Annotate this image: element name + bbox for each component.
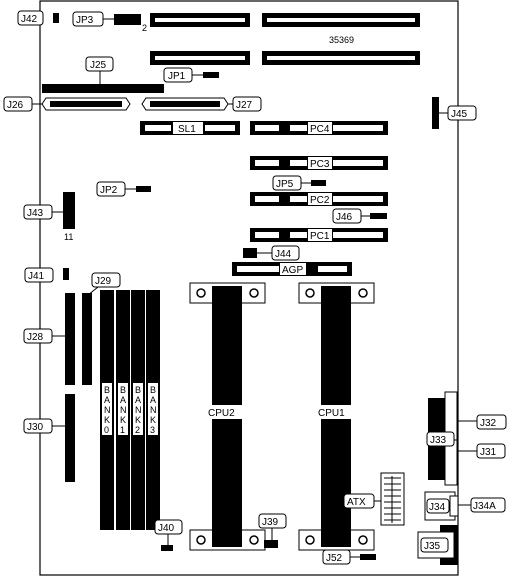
j45-label: J45	[451, 109, 468, 120]
j25-header	[42, 84, 164, 93]
j34-callout	[426, 498, 450, 514]
jp3-label: JP3	[76, 15, 94, 26]
j33-label: J33	[430, 435, 447, 446]
j40-header	[161, 545, 173, 551]
slot-agp-label: AGP	[282, 265, 303, 276]
board-id-label: 35369	[329, 35, 354, 45]
bank-0-char-0: B	[104, 385, 110, 395]
jp2-header	[136, 186, 151, 192]
j34a-label: J34A	[473, 501, 496, 512]
cpu1-slot: CPU1	[298, 282, 375, 551]
bank-0-char-3: K	[104, 415, 110, 425]
j43-header	[63, 192, 75, 229]
j52-header	[360, 554, 376, 560]
jp3-header	[114, 14, 141, 25]
j28-header	[65, 293, 75, 385]
jp2-label: JP2	[100, 185, 118, 196]
j41-header	[63, 268, 69, 280]
j28-label: J28	[27, 332, 44, 343]
j42-callout	[17, 10, 44, 26]
j41-label: J41	[28, 271, 45, 282]
bank-3-char-3: K	[150, 415, 156, 425]
bank-0-char-1: A	[104, 395, 110, 405]
bank-3-char-0: B	[150, 385, 156, 395]
slot-sl1-label: SL1	[178, 124, 196, 135]
j41-callout	[24, 267, 54, 283]
jp5-label: JP5	[276, 179, 294, 190]
jp5-header	[311, 180, 326, 186]
bank-0-char-4: 0	[104, 425, 109, 435]
j42-label: J42	[21, 14, 38, 25]
bank-2-char-0: B	[135, 385, 141, 395]
bank-1-char-1: A	[120, 395, 126, 405]
bank-2-char-3: K	[135, 415, 141, 425]
bank-3-slot: B A N K 3	[146, 290, 160, 530]
j29-label: J29	[95, 276, 112, 287]
j26-label: J26	[7, 100, 24, 111]
j46-label: J46	[336, 212, 353, 223]
jp1-label: JP1	[168, 71, 186, 82]
j52-label: J52	[326, 553, 343, 564]
bank-1-char-0: B	[120, 385, 126, 395]
bank-3-char-2: N	[150, 405, 157, 415]
bank-1-char-4: 1	[120, 425, 125, 435]
j44-callout	[271, 245, 300, 261]
j29-header	[82, 293, 92, 385]
j32-callout	[476, 414, 507, 430]
bank-1-slot: B A N K 1	[116, 290, 130, 530]
j46-header	[370, 213, 387, 219]
j39-header	[264, 540, 278, 548]
cpu1-label: CPU1	[318, 408, 345, 419]
j27-callout	[232, 96, 262, 112]
bank-2-char-1: A	[135, 395, 141, 405]
j30-label: J30	[27, 422, 44, 433]
j35-label: J35	[424, 541, 441, 552]
bank-2-slot: B A N K 2	[131, 290, 145, 530]
jp1-header	[203, 72, 219, 78]
bank-1-char-3: K	[120, 415, 126, 425]
bank-0-slot: B A N K 0	[100, 290, 114, 530]
bank-3-char-4: 3	[150, 425, 155, 435]
slot-pc2-label: PC2	[310, 195, 330, 206]
j34-label: J34	[429, 502, 446, 513]
cpu2-slot: CPU2	[189, 282, 266, 551]
j40-label: J40	[158, 523, 175, 534]
j45-callout	[447, 105, 477, 121]
j43-pin-label: 11	[64, 232, 73, 242]
j43-label: J43	[27, 208, 44, 219]
board-outline	[39, 0, 459, 576]
slot-pc4-label: PC4	[310, 124, 330, 135]
bank-2-char-4: 2	[135, 425, 140, 435]
j27-label: J27	[236, 100, 253, 111]
jp3-pin-label: 2	[142, 23, 147, 33]
j32-label: J32	[480, 418, 497, 429]
j31-label: J31	[480, 447, 497, 458]
j29-callout	[91, 272, 121, 288]
bank-0-char-2: N	[104, 405, 111, 415]
j42-header	[53, 13, 59, 23]
bank-2-char-2: N	[135, 405, 142, 415]
j44-label: J44	[275, 249, 292, 260]
cpu2-label: CPU2	[208, 408, 235, 419]
j25-label: J25	[90, 60, 107, 71]
j39-label: J39	[262, 517, 279, 528]
j33-callout	[426, 431, 455, 447]
j35-callout	[420, 537, 449, 553]
atx-label: ATX	[347, 497, 366, 508]
bank-3-char-1: A	[150, 395, 156, 405]
bank-1-char-2: N	[120, 405, 127, 415]
j30-header	[65, 394, 75, 482]
j45-header	[432, 97, 439, 129]
slot-pc3-label: PC3	[310, 159, 330, 170]
slot-pc1-label: PC1	[310, 231, 330, 242]
j44-header	[243, 248, 257, 258]
